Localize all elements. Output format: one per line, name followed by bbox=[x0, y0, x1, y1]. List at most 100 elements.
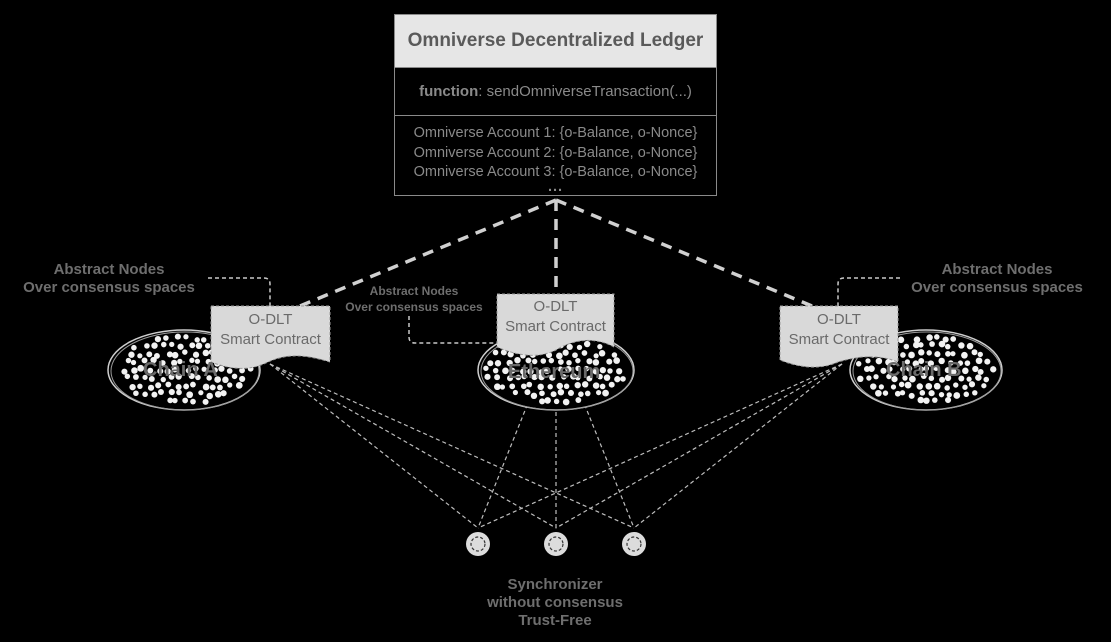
chain-node-dot bbox=[984, 358, 991, 365]
chain-node-dot bbox=[957, 360, 964, 366]
chain-node-dot bbox=[525, 357, 532, 364]
chain-node-dot bbox=[540, 358, 547, 364]
chain-node-dot bbox=[968, 381, 976, 388]
chain-node-dot bbox=[499, 384, 506, 390]
chain-node-dot bbox=[918, 349, 925, 356]
chain-node-dot bbox=[963, 391, 970, 398]
chain-node-dot bbox=[538, 369, 544, 375]
sync-line bbox=[555, 363, 843, 529]
chain-node-dot bbox=[586, 358, 593, 365]
chain-node-dot bbox=[918, 342, 924, 348]
chain-node-dot bbox=[189, 357, 195, 363]
chain-node-dot bbox=[231, 373, 238, 380]
chain-node-dot bbox=[222, 376, 229, 384]
chain-node-dot bbox=[950, 368, 957, 375]
chain-node-dot bbox=[962, 367, 969, 375]
chain-node-dot bbox=[239, 367, 245, 374]
note-line: Over consensus spaces bbox=[911, 279, 1083, 296]
chain-node-dot bbox=[865, 358, 871, 364]
chain-node-dot bbox=[616, 368, 623, 375]
chain-node-dot bbox=[531, 358, 538, 365]
sync-line bbox=[633, 363, 843, 529]
chain-node-dot bbox=[563, 383, 570, 390]
chain-node-dot bbox=[904, 359, 911, 365]
chain-node-dot bbox=[599, 367, 606, 374]
note-line: Over consensus spaces bbox=[23, 279, 195, 296]
chain-node-dot bbox=[549, 374, 556, 381]
chain-node-dot bbox=[151, 342, 158, 349]
chain-node-dot bbox=[164, 368, 171, 375]
chain-node-dot bbox=[171, 351, 179, 359]
chain-node-dot bbox=[144, 343, 150, 349]
ledger-to-chain-b-line bbox=[555, 198, 813, 308]
chain-node-dot bbox=[942, 336, 949, 343]
ledger-connectors bbox=[299, 198, 813, 308]
chain-node-dot bbox=[506, 359, 513, 367]
ledger-to-chain-a-line bbox=[299, 198, 557, 308]
chain-node-dot bbox=[613, 357, 620, 364]
chain-node-dot bbox=[177, 343, 184, 350]
chain-node-dot bbox=[202, 383, 210, 391]
chain-node-dot bbox=[493, 383, 501, 391]
chain-node-dot bbox=[539, 398, 546, 405]
synchronizer-label: Synchronizer without consensus Trust-Fre… bbox=[470, 576, 640, 630]
chain-node-dot bbox=[146, 351, 153, 358]
chain-node-dot bbox=[206, 375, 212, 381]
chain-node-dot bbox=[962, 384, 968, 390]
chain-node-dot bbox=[155, 382, 162, 389]
chain-node-dot bbox=[124, 373, 131, 380]
chain-node-dot bbox=[932, 397, 938, 403]
chain-node-dot bbox=[509, 367, 516, 374]
chain-node-dot bbox=[192, 351, 200, 358]
chain-node-dot bbox=[131, 344, 137, 351]
chain-node-dot bbox=[913, 336, 921, 343]
chain-node-dot bbox=[524, 389, 531, 396]
chain-node-dot bbox=[900, 352, 906, 358]
contract-line: Smart Contract bbox=[220, 331, 321, 348]
chain-label-a: Chain A bbox=[143, 359, 218, 381]
synchronizer-node-3 bbox=[622, 532, 646, 556]
chain-node-dot bbox=[950, 351, 956, 357]
chain-node-dot bbox=[925, 382, 933, 390]
sync-label-line: Trust-Free bbox=[518, 612, 592, 629]
ledger-box: Omniverse Decentralized Ledger function:… bbox=[394, 14, 717, 196]
chain-node-dot bbox=[527, 368, 534, 375]
chain-node-dot bbox=[583, 340, 591, 348]
chain-node-dot bbox=[154, 335, 162, 343]
chain-node-dot bbox=[553, 398, 560, 405]
chain-node-dot bbox=[944, 367, 951, 374]
chain-node-dot bbox=[873, 374, 879, 380]
chain-node-dot bbox=[565, 365, 572, 373]
chain-node-dot bbox=[975, 374, 982, 381]
chain-node-dot bbox=[188, 373, 195, 380]
chain-node-dot bbox=[550, 391, 557, 398]
chain-node-dot bbox=[195, 374, 201, 381]
chain-node-dot bbox=[168, 388, 175, 396]
synchronizer-node-2 bbox=[544, 532, 568, 556]
function-keyword: function bbox=[419, 83, 479, 100]
chain-node-dot bbox=[544, 397, 551, 404]
chain-node-dot bbox=[918, 357, 925, 364]
chain-node-dot bbox=[944, 396, 952, 404]
chain-node-dot bbox=[597, 344, 603, 350]
chain-node-dot bbox=[214, 376, 221, 383]
chain-node-dot bbox=[917, 396, 925, 404]
chain-node-dot bbox=[977, 368, 984, 375]
chain-node-dot bbox=[520, 368, 527, 375]
chain-node-dot bbox=[857, 375, 864, 383]
chain-node-dot bbox=[598, 349, 606, 357]
chain-node-dot bbox=[183, 383, 190, 390]
chain-node-dot bbox=[521, 373, 527, 380]
chain-node-dot bbox=[928, 390, 935, 397]
chain-node-dot bbox=[557, 366, 564, 372]
chain-node-dot bbox=[575, 374, 581, 381]
chain-node-dot bbox=[923, 365, 930, 372]
chain-node-dot bbox=[938, 357, 945, 365]
contract-label-ethereum: O-DLT Smart Contract bbox=[497, 297, 614, 337]
chain-node-dot bbox=[572, 352, 578, 359]
chain-node-dot bbox=[172, 397, 178, 404]
chain-node-dot bbox=[159, 360, 166, 366]
chain-node-dot bbox=[566, 343, 573, 350]
chain-node-dot bbox=[945, 350, 951, 357]
chain-node-dot bbox=[944, 374, 952, 382]
